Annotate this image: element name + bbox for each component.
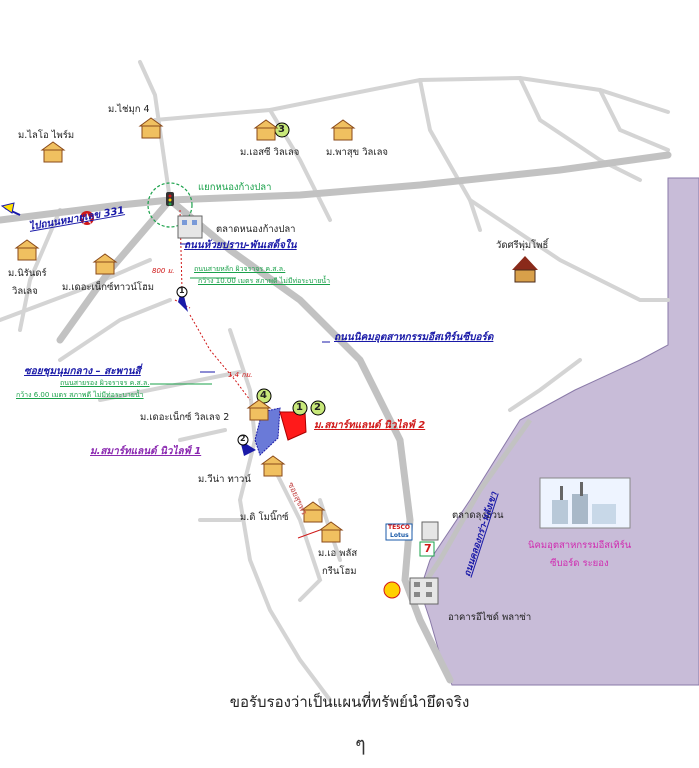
label-soi-note2: กว้าง 6.00 เมตร สภาพดี ไม่มีท่อระบายน้ำ bbox=[16, 391, 144, 399]
label-main-road-note1: ถนนสายหลัก ผิวจราจร ค.ส.ล. bbox=[194, 265, 286, 273]
marker-4[interactable]: 4 bbox=[260, 390, 267, 401]
building-icon-2 bbox=[409, 577, 439, 605]
marker-2b[interactable]: 2 bbox=[240, 434, 246, 443]
certification-text: ขอรับรองว่าเป็นแผนที่ทรัพย์นำยึดจริง bbox=[229, 693, 470, 711]
khlong-road-line bbox=[417, 418, 533, 592]
label-market-nongkang: ตลาดหนองก้างปลา bbox=[216, 224, 296, 235]
building-icon-3 bbox=[421, 521, 439, 541]
label-market-lung: ตลาดลุงอ้วน bbox=[452, 510, 504, 521]
label-huai-prap: ถนนห้วยปราบ-พันเสด็จใน bbox=[184, 240, 297, 251]
label-junction: แยกหนองก้างปลา bbox=[198, 182, 272, 193]
label-estate-2: ซีบอร์ด ระยอง bbox=[550, 558, 609, 569]
label-nirin-2: วิลเลจ bbox=[12, 286, 38, 297]
label-connect-village2: ม.เดอะเน็กซ์ วิลเลจ 2 bbox=[140, 412, 230, 423]
route-14-dashed bbox=[189, 314, 251, 401]
marker-3[interactable]: 3 bbox=[278, 124, 285, 135]
red-pointer-line bbox=[297, 529, 321, 539]
label-nirin-1: ม.นิรันดร์ bbox=[8, 268, 47, 279]
label-tesco: TESCO bbox=[388, 524, 411, 531]
green-pointer-lines bbox=[150, 277, 236, 385]
marker-1a[interactable]: 1 bbox=[179, 286, 185, 295]
label-smartland2[interactable]: ม.สมาร์ทแลนด์ นิวไลฟ์ 2 bbox=[314, 420, 426, 431]
label-lotus: Lotus bbox=[390, 532, 409, 539]
arrow-icon bbox=[0, 202, 15, 214]
label-wat: วัดศรีพุ่มโพธิ์ bbox=[496, 240, 549, 251]
label-smartland1[interactable]: ม.สมาร์ทแลนด์ นิวไลฟ์ 1 bbox=[90, 446, 202, 457]
label-ae-plus-2: กรีนโฮม bbox=[322, 566, 357, 577]
label-dist-800: 800 ม. bbox=[152, 267, 175, 275]
temple-icon bbox=[512, 256, 538, 283]
village-house-icon bbox=[14, 117, 356, 543]
label-lolofarm: ม.ไลโอ ไพร์ม bbox=[18, 130, 75, 141]
label-seven: 7 bbox=[424, 542, 432, 555]
marker-2a[interactable]: 2 bbox=[314, 402, 321, 413]
label-pasuk-village: ม.พาสุข วิลเลจ bbox=[326, 147, 388, 158]
label-esc-village: ม.เอสซี วิลเลจ bbox=[240, 147, 300, 158]
label-the-monic: ม.ดิ โมนิ๊กซ์ bbox=[240, 512, 289, 523]
label-soi-chum: ซอยชุมนุมกลาง – สะพานสี่ bbox=[24, 366, 141, 377]
marker-1b[interactable]: 1 bbox=[296, 402, 303, 413]
signature: ๆ bbox=[355, 732, 366, 756]
building-icon bbox=[177, 215, 203, 239]
industrial-estate-area bbox=[419, 177, 699, 686]
marker-group bbox=[176, 122, 326, 446]
label-connect-townhome: ม.เดอะเน็กซ์ทาวน์โฮม bbox=[62, 282, 155, 293]
factory-icon bbox=[539, 477, 631, 529]
junction-circle bbox=[147, 182, 193, 228]
tesco-lotus-icon bbox=[385, 523, 413, 541]
label-soi-note1: ถนนสายรอง ผิวจราจร ค.ส.ล. bbox=[60, 379, 150, 387]
plot-smartland2 bbox=[279, 411, 307, 441]
shell-icon bbox=[383, 581, 401, 599]
seven-eleven-icon bbox=[419, 541, 435, 557]
label-ae-plus-1: ม.เอ พลัส bbox=[318, 548, 358, 559]
label-chaimuk4: ม.ไช่มุก 4 bbox=[108, 104, 150, 115]
label-arcade: อาคารอีไซด์ พลาซ่า bbox=[448, 612, 532, 623]
label-vina-town: ม.วีน่า ทาวน์ bbox=[198, 474, 251, 485]
label-industrial-road: ถนนนิคมอุตสาหกรรมอีสเทิร์นซีบอร์ด bbox=[334, 332, 494, 343]
label-main-road-note2: กว้าง 10.00 เมตร สภาพดี ไม่มีท่อระบายน้ำ bbox=[198, 277, 331, 285]
label-estate-1: นิคมอุตสาหกรรมอีสเทิร์น bbox=[528, 540, 632, 551]
blue-pointer-lines bbox=[180, 243, 330, 373]
label-dist-14: 1.4 กม. bbox=[228, 371, 253, 379]
